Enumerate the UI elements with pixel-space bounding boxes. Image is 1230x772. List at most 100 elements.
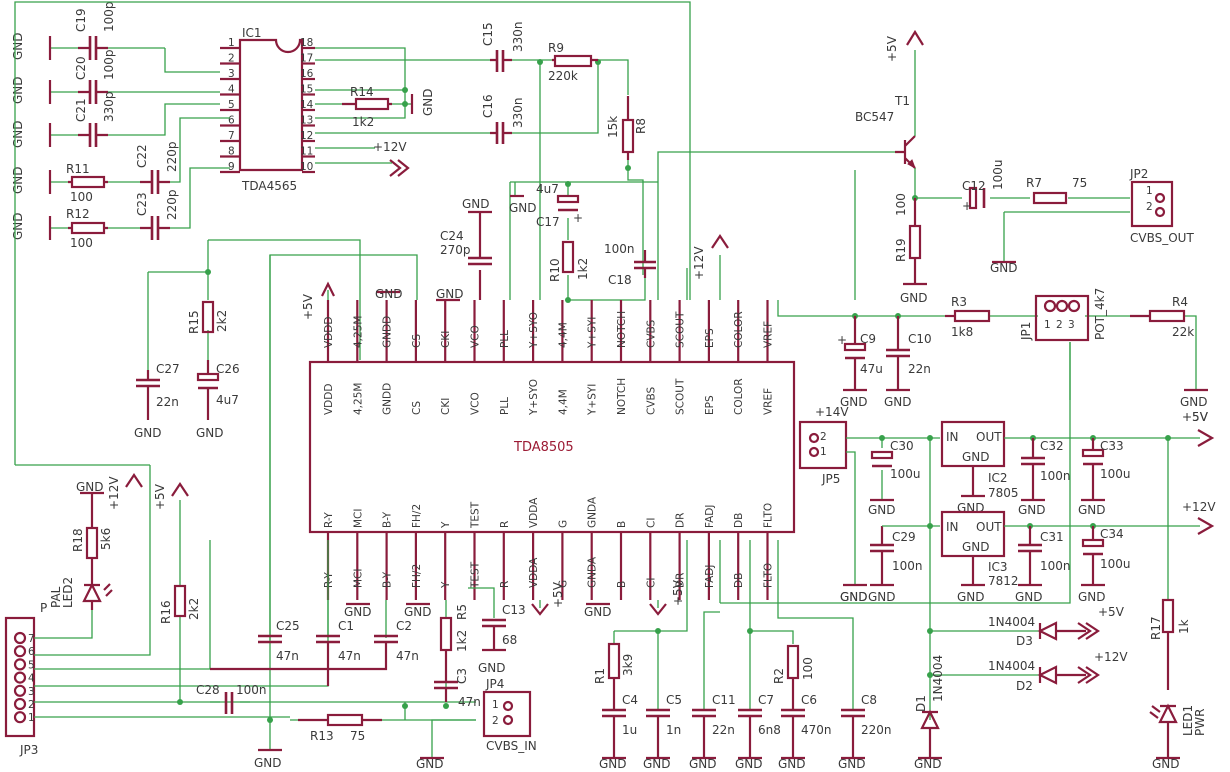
bottom-net-label: DR [675, 573, 687, 588]
top-net-label: 4,4M [557, 322, 569, 348]
svg-text:GND: GND [962, 450, 990, 464]
svg-text:GND: GND [478, 661, 506, 675]
tda8505-pin-label: EPS [704, 395, 716, 415]
ic1-pin-number: 8 [228, 146, 235, 158]
svg-text:1N4004: 1N4004 [988, 659, 1035, 673]
svg-text:+: + [837, 333, 847, 347]
input-filter-network: GND GND GND GND GND C19 100p C20 100p C2… [11, 1, 230, 250]
ic1-pin-number: 4 [228, 84, 235, 96]
svg-text:C33: C33 [1100, 439, 1124, 453]
jp3-pin [13, 658, 27, 671]
bottom-net-label: MCI [352, 569, 364, 589]
svg-text:C29: C29 [892, 530, 916, 544]
svg-text:330n: 330n [511, 21, 525, 52]
svg-text:GND: GND [11, 212, 25, 240]
tda8505-pin-label: CVBS [645, 386, 657, 415]
svg-text:C10: C10 [908, 332, 932, 346]
svg-text:C4: C4 [622, 693, 638, 707]
top-net-label: CS [411, 334, 423, 348]
svg-text:+12V: +12V [373, 140, 407, 154]
svg-text:R4: R4 [1172, 295, 1188, 309]
jp3-pin-number: 2 [28, 699, 35, 711]
tda8505-bottom-pins: R-YR-YMCIMCIB-YB-YFH/2FH/2YYTESTTESTRRVD… [323, 496, 775, 600]
svg-text:R17: R17 [1149, 616, 1163, 640]
svg-text:C15: C15 [481, 22, 495, 46]
svg-text:GND: GND [11, 32, 25, 60]
svg-text:220p: 220p [165, 141, 179, 172]
svg-text:4u7: 4u7 [536, 182, 559, 196]
ic1-pin-number: 9 [228, 161, 235, 173]
svg-text:15k: 15k [606, 116, 620, 138]
bottom-net-label: VDDA [528, 557, 540, 588]
r15-resistor: R15 2k2 [187, 300, 229, 334]
jp1-pot-connector: 1 2 3 JP1 POT_4k7 [1019, 288, 1107, 342]
top-net-label: PLL [499, 330, 511, 348]
svg-text:PWR: PWR [1193, 709, 1207, 736]
svg-text:1: 1 [492, 699, 499, 711]
svg-text:1n: 1n [666, 723, 681, 737]
svg-text:JP5: JP5 [821, 472, 840, 486]
bottom-net-label: TEST [470, 561, 482, 589]
svg-text:BC547: BC547 [855, 110, 894, 124]
svg-text:GND: GND [11, 120, 25, 148]
svg-text:GND: GND [900, 291, 928, 305]
led1-pwr: LED1 PWR GND [1149, 703, 1207, 771]
bottom-net-label: FLTO [763, 563, 775, 588]
svg-text:100n: 100n [1040, 469, 1071, 483]
ic1-pin-number: 3 [228, 68, 235, 80]
svg-text:C31: C31 [1040, 530, 1064, 544]
svg-text:GND: GND [990, 261, 1018, 275]
svg-text:1k2: 1k2 [352, 115, 374, 129]
jp3-pin-number: 3 [28, 686, 35, 698]
svg-text:IC2: IC2 [988, 471, 1008, 485]
svg-text:1: 1 [1146, 185, 1153, 197]
jp3-pin-number: 5 [28, 659, 35, 671]
svg-text:C8: C8 [861, 693, 877, 707]
svg-text:1N4004: 1N4004 [931, 655, 945, 702]
tda8505-pin-label: R [499, 521, 511, 528]
svg-text:R1: R1 [593, 668, 607, 684]
svg-text:47n: 47n [276, 649, 299, 663]
svg-text:C7: C7 [758, 693, 774, 707]
svg-text:+5V: +5V [1098, 605, 1125, 619]
svg-text:C9: C9 [860, 332, 876, 346]
svg-text:22n: 22n [712, 723, 735, 737]
bottom-net-label: B-Y [382, 571, 394, 588]
svg-text:47n: 47n [458, 695, 481, 709]
svg-text:OUT: OUT [976, 520, 1002, 534]
svg-text:GND: GND [436, 287, 464, 301]
svg-text:GND: GND [404, 605, 432, 619]
jp3-pin [13, 684, 27, 697]
c17-capacitor: 4u7 C17 + [536, 182, 583, 229]
bottom-net-label: Y [440, 581, 452, 589]
ic1-pin-number: 7 [228, 130, 235, 142]
svg-text:+14V: +14V [815, 405, 849, 419]
svg-text:GND: GND [840, 590, 868, 604]
svg-text:C2: C2 [396, 619, 412, 633]
jp3-pin-number: 1 [28, 712, 35, 724]
bottom-net-label: R-Y [323, 572, 335, 588]
top-net-label: EPS [704, 328, 716, 348]
ic-tda8505: TDA8505 VDDDVDDD4,25M4,25MGNDDGNDDCSCSCK… [308, 300, 796, 600]
tda8505-pin-label: GNDA [587, 496, 599, 528]
bottom-net-label: FH/2 [411, 564, 423, 588]
c3-capacitor: C3 47n [434, 650, 481, 709]
svg-text:CVBS_IN: CVBS_IN [486, 739, 537, 753]
svg-text:100u: 100u [1100, 467, 1131, 481]
tda8505-pin-label: CS [411, 401, 423, 415]
svg-text:22n: 22n [156, 395, 179, 409]
ic1-pin-number: 11 [300, 146, 313, 158]
top-net-label: CVBS [645, 319, 657, 348]
